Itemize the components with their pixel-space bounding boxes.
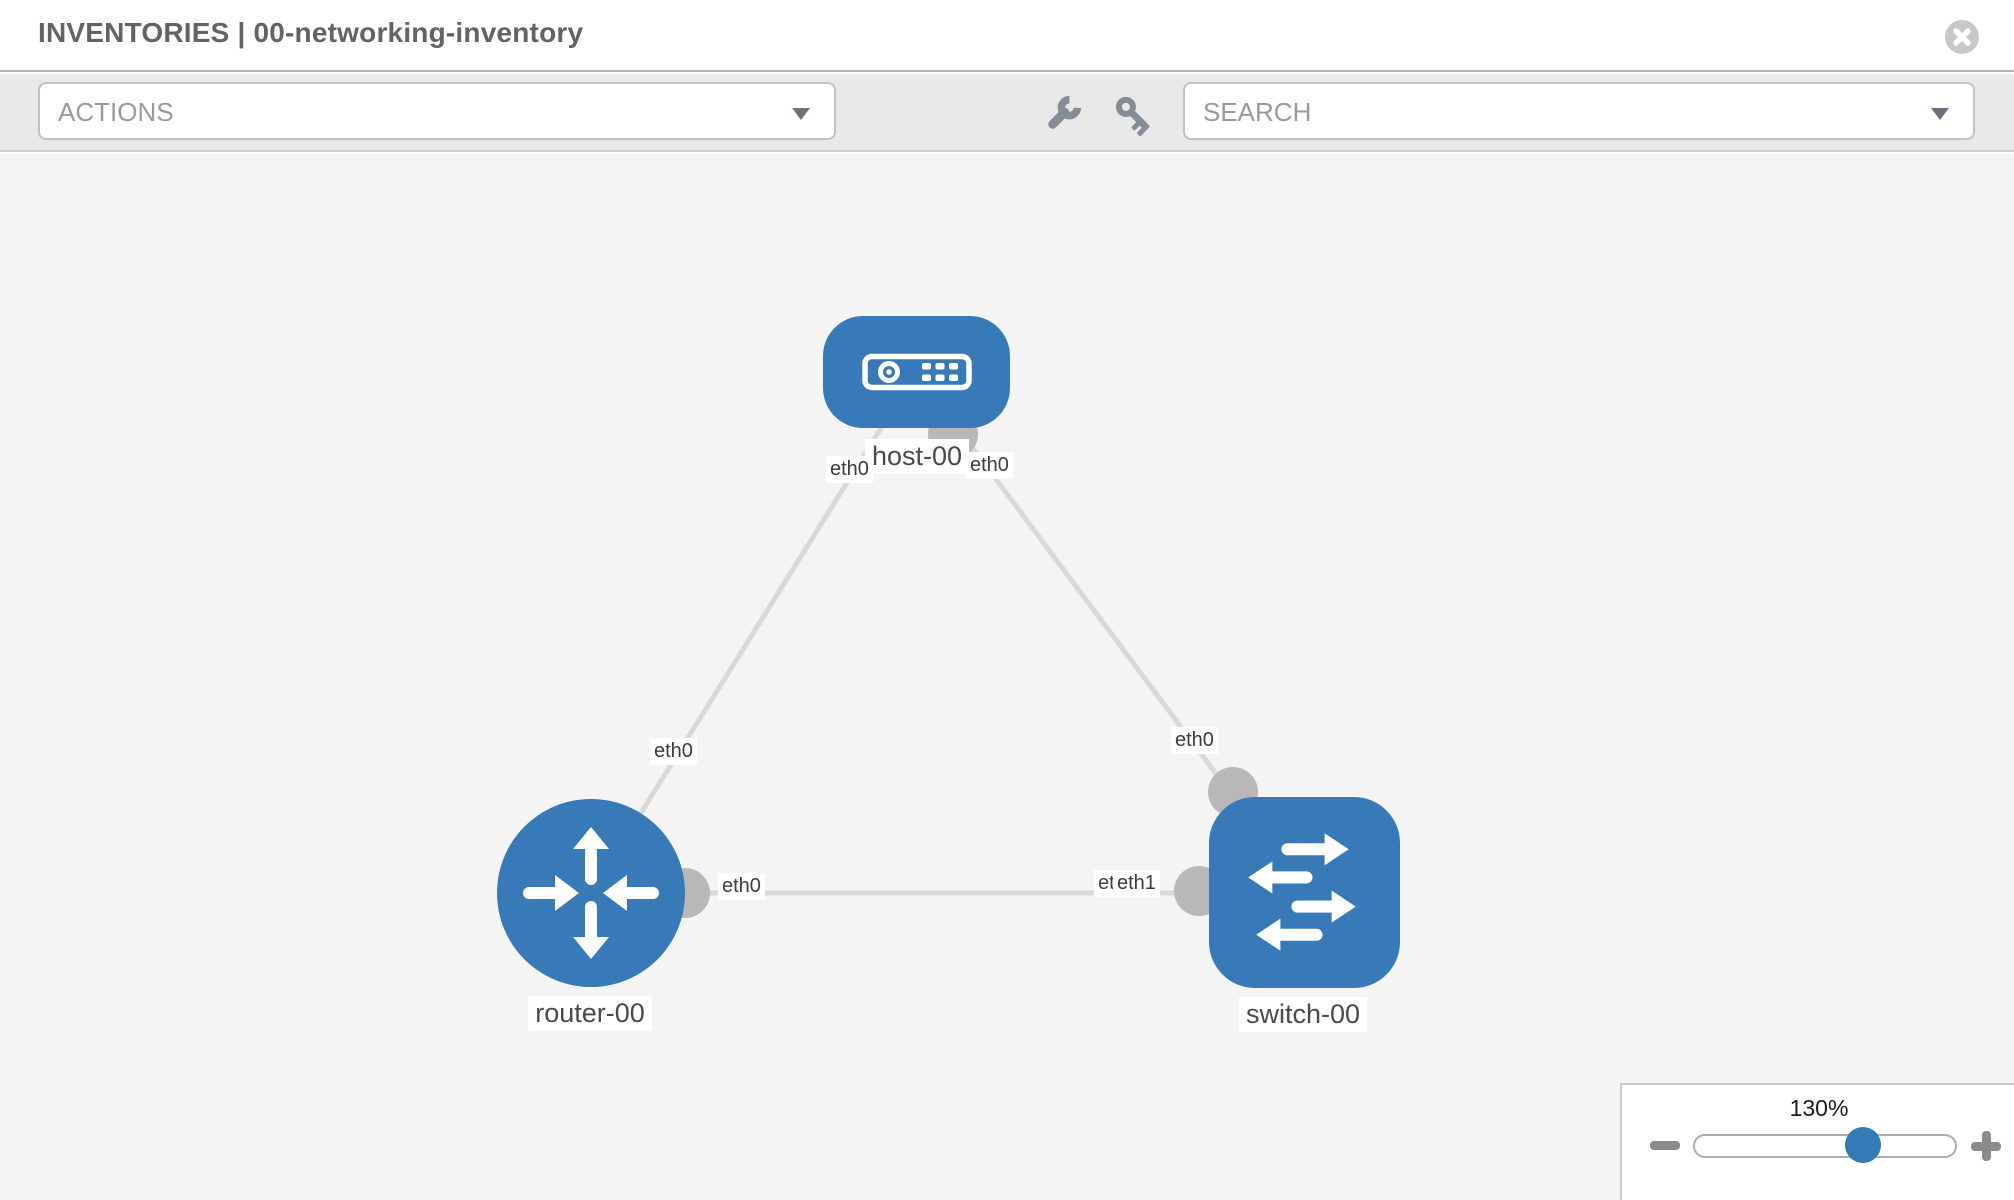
node-router-00[interactable]: [497, 799, 685, 987]
close-icon: [1945, 20, 1979, 54]
titlebar: INVENTORIES | 00-networking-inventory: [0, 0, 2014, 72]
zoom-in-plus-icon[interactable]: [1971, 1131, 2001, 1161]
router-icon: [523, 827, 659, 959]
page-title: INVENTORIES | 00-networking-inventory: [38, 17, 584, 48]
topology-canvas[interactable]: host-00 router-00 switch-00 eth0 eth0 et…: [0, 154, 2014, 1200]
node-label-router: router-00: [528, 996, 652, 1031]
node-label-switch: switch-00: [1238, 997, 1368, 1032]
chevron-down-icon: [1931, 108, 1949, 120]
search-dropdown-label: SEARCH: [1203, 97, 1312, 127]
topology-links: [588, 370, 1308, 896]
wrench-icon: [1048, 95, 1082, 129]
interface-label: eth0: [826, 456, 873, 483]
interface-label: eth0: [966, 452, 1013, 479]
toolbar: ACTIONS SEARCH: [0, 74, 2014, 152]
actions-dropdown[interactable]: ACTIONS: [38, 82, 836, 140]
zoom-out-minus-icon[interactable]: [1650, 1141, 1680, 1150]
host-icon: [861, 353, 972, 391]
credentials-button[interactable]: [1108, 90, 1158, 138]
interface-label: eth0: [718, 873, 765, 900]
interface-label: eth0: [1171, 727, 1218, 754]
interface-label: eth1: [1113, 870, 1160, 897]
zoom-slider-thumb[interactable]: [1845, 1127, 1881, 1163]
close-button[interactable]: [1945, 20, 1979, 54]
zoom-control-panel: 130%: [1620, 1083, 2014, 1200]
tools-button[interactable]: [1038, 90, 1088, 138]
node-host-00[interactable]: [823, 316, 1010, 428]
node-label-host: host-00: [864, 439, 970, 474]
search-dropdown[interactable]: SEARCH: [1183, 82, 1975, 140]
chevron-down-icon: [792, 108, 810, 120]
actions-dropdown-label: ACTIONS: [58, 97, 174, 127]
zoom-slider-track[interactable]: [1693, 1127, 1957, 1163]
node-switch-00[interactable]: [1209, 797, 1400, 988]
switch-icon: [1248, 833, 1356, 951]
key-icon: [1115, 96, 1150, 136]
zoom-level-readout: 130%: [1789, 1095, 1849, 1121]
interface-label: eth0: [650, 738, 697, 765]
